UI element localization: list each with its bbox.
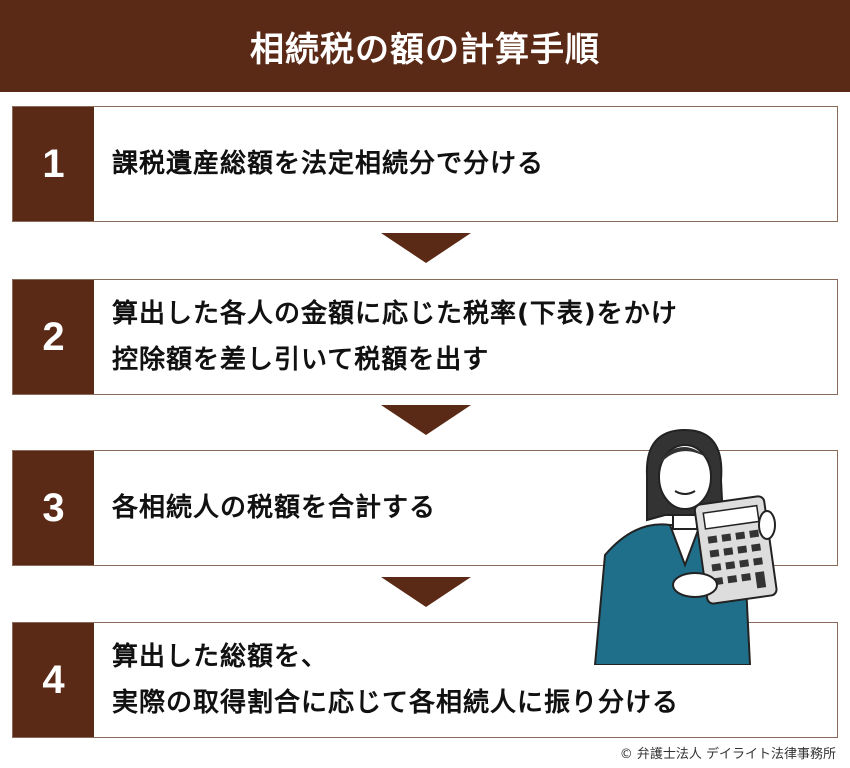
step-text: 算出した各人の金額に応じた税率(下表)をかけ (112, 299, 678, 329)
step-1: 1 課税遺産総額を法定相続分で分ける (12, 106, 838, 222)
step-number: 1 (13, 107, 94, 221)
step-text: 課税遺産総額を法定相続分で分ける (112, 149, 545, 179)
step-text: 算出した総額を、 (112, 642, 329, 672)
step-text: 控除額を差し引いて税額を出す (112, 345, 490, 375)
woman-with-calculator-illustration (593, 428, 778, 665)
down-arrow-icon (381, 577, 471, 607)
step-text: 各相続人の税額を合計する (112, 493, 437, 523)
step-number: 3 (13, 451, 94, 565)
page-title: 相続税の額の計算手順 (0, 0, 850, 92)
step-number: 4 (13, 623, 94, 737)
step-text: 実際の取得割合に応じて各相続人に振り分ける (112, 688, 680, 718)
step-2: 2 算出した各人の金額に応じた税率(下表)をかけ控除額を差し引いて税額を出す (12, 279, 838, 395)
copyright: © 弁護士法人 デイライト法律事務所 (619, 747, 836, 762)
step-4: 4 算出した総額を、実際の取得割合に応じて各相続人に振り分ける (12, 622, 838, 738)
down-arrow-icon (381, 405, 471, 435)
step-number: 2 (13, 280, 94, 394)
calculator-icon (693, 495, 778, 605)
down-arrow-icon (381, 233, 471, 263)
